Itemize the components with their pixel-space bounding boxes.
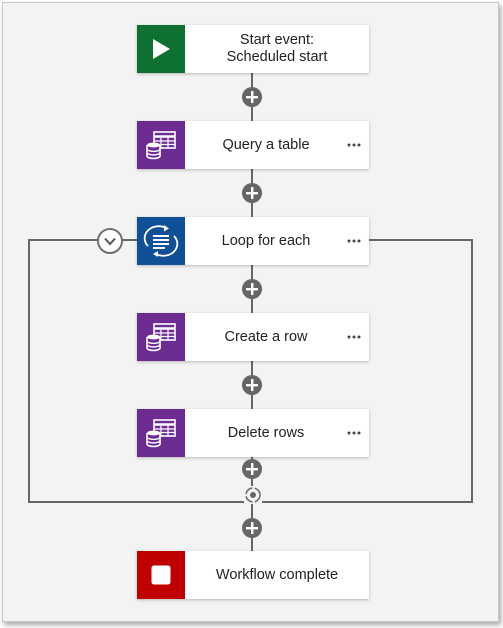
plus-icon [246,187,258,199]
table-database-icon [146,131,176,160]
step-query-table[interactable]: Query a table [137,121,369,169]
plus-icon [246,379,258,391]
step-label-line-2: Scheduled start [226,49,328,65]
loop-step-tile [137,217,185,265]
more-options-button[interactable] [345,424,363,442]
step-label: Workflow complete [215,566,339,583]
start-event-tile [137,25,185,73]
step-label: Loop for each [221,232,311,249]
add-step-button[interactable] [242,279,262,299]
step-create-row[interactable]: Create a row [137,313,369,361]
loop-boundary-line [471,239,473,503]
table-step-tile [137,409,185,457]
step-start-event[interactable]: Start event: Scheduled start [137,25,369,73]
chevron-down-icon [104,237,116,245]
loop-end-icon [245,487,261,503]
step-label: Delete rows [227,424,305,441]
collapse-loop-button[interactable] [97,228,123,254]
loop-boundary-line [28,239,137,241]
workflow-canvas: Start event: Scheduled start [2,2,499,622]
plus-icon [246,283,258,295]
more-options-button[interactable] [345,136,363,154]
table-database-icon [146,323,176,352]
add-step-button[interactable] [242,459,262,479]
ellipsis-icon [347,431,361,435]
plus-icon [246,91,258,103]
table-step-tile [137,313,185,361]
step-label-line-1: Start event: [239,32,315,48]
loop-end-marker [244,486,262,504]
table-database-icon [146,419,176,448]
loop-boundary-line [369,239,473,241]
ellipsis-icon [347,239,361,243]
step-label: Start event: Scheduled start [185,25,369,73]
step-loop-for-each[interactable]: Loop for each [137,217,369,265]
connector-line [251,457,253,551]
step-delete-rows[interactable]: Delete rows [137,409,369,457]
ellipsis-icon [347,335,361,339]
step-label: Query a table [222,136,310,153]
step-workflow-complete[interactable]: Workflow complete [137,551,369,599]
play-icon [153,39,170,59]
add-step-button[interactable] [242,87,262,107]
end-step-tile [137,551,185,599]
add-step-button[interactable] [242,183,262,203]
loop-list-icon [143,225,179,257]
ellipsis-icon [347,143,361,147]
add-step-button[interactable] [242,518,262,538]
step-label: Create a row [224,328,308,345]
stop-icon [151,565,171,585]
plus-icon [246,463,258,475]
table-step-tile [137,121,185,169]
more-options-button[interactable] [345,328,363,346]
plus-icon [246,522,258,534]
loop-boundary-line [28,239,30,503]
add-step-button[interactable] [242,375,262,395]
more-options-button[interactable] [345,232,363,250]
